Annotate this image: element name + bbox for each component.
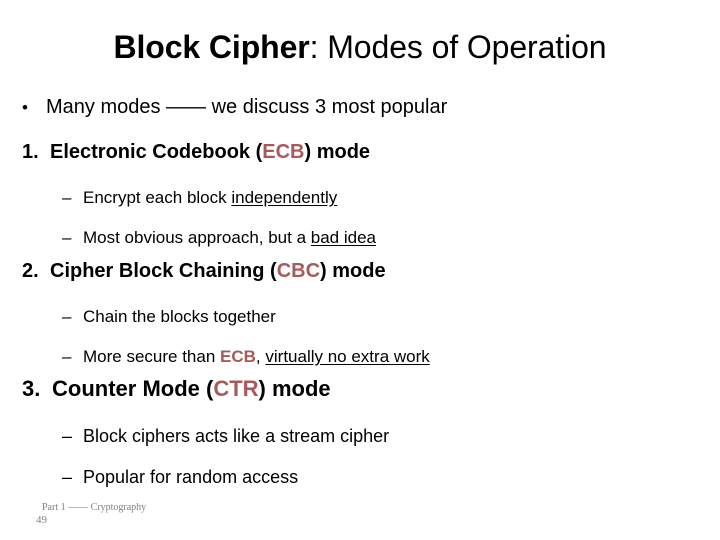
- page-title: Block Cipher: Modes of Operation: [0, 26, 720, 68]
- list-item-heading-accent: CTR: [213, 376, 259, 401]
- list-item-number: 3.: [22, 376, 41, 401]
- sub-bullet-underlined: virtually no extra work: [265, 347, 430, 366]
- page-number: 49: [36, 514, 47, 526]
- list-item-heading: 2. Cipher Block Chaining (CBC) mode: [22, 258, 430, 284]
- list-item-heading-before: Electronic Codebook (: [50, 141, 263, 163]
- sub-bullet-text: Most obvious approach, but a: [83, 228, 311, 247]
- sub-bullet: –Popular for random access: [62, 466, 389, 489]
- sub-bullet-underlined: bad idea: [310, 228, 376, 247]
- page-title-rest: : Modes of Operation: [309, 29, 607, 65]
- sub-bullet: –More secure than ECB, virtually no extr…: [62, 346, 430, 368]
- list-item-heading: 3. Counter Mode (CTR) mode: [22, 375, 389, 403]
- sub-bullet-text: More secure than: [83, 347, 221, 366]
- lead-bullet: • Many modes —— we discuss 3 most popular: [22, 93, 447, 122]
- list-item-heading-accent: CBC: [276, 260, 321, 282]
- list-item-ecb: 1.Electronic Codebook (ECB) mode –Encryp…: [22, 139, 376, 249]
- sub-bullet: –Chain the blocks together: [62, 306, 430, 328]
- list-item-ctr: 3.Counter Mode (CTR) mode –Block ciphers…: [22, 375, 389, 489]
- sub-bullet: –Encrypt each block independently: [62, 187, 376, 209]
- sub-bullet-underlined: independently: [231, 188, 338, 207]
- dash-icon: –: [62, 347, 72, 366]
- list-item-heading-accent: ECB: [262, 141, 305, 163]
- page-title-strong: Block Cipher: [113, 29, 310, 65]
- list-item-heading-after: ) mode: [258, 376, 331, 401]
- list-item-number: 2.: [22, 260, 39, 282]
- dash-icon: –: [62, 188, 72, 207]
- sub-bullet-accent: ECB: [220, 347, 256, 366]
- sub-bullet-text: Block ciphers acts like a stream cipher: [83, 426, 390, 446]
- sub-bullet-mid: ,: [255, 347, 266, 366]
- dash-icon: –: [62, 228, 72, 247]
- bullet-dot-icon: •: [22, 98, 28, 117]
- list-item-heading-after: ) mode: [320, 260, 386, 282]
- dash-icon: –: [62, 426, 73, 446]
- lead-bullet-text: Many modes —— we discuss 3 most popular: [46, 96, 448, 118]
- sub-bullet-text: Encrypt each block: [83, 188, 232, 207]
- sub-bullet: –Most obvious approach, but a bad idea: [62, 227, 376, 249]
- list-item-heading-before: Counter Mode (: [52, 376, 214, 401]
- sub-bullet-text: Chain the blocks together: [83, 307, 276, 326]
- list-item-heading: 1. Electronic Codebook (ECB) mode: [22, 139, 376, 165]
- dash-icon: –: [62, 467, 73, 487]
- dash-icon: –: [62, 307, 72, 326]
- list-item-cbc: 2.Cipher Block Chaining (CBC) mode –Chai…: [22, 258, 430, 368]
- sub-bullet: –Block ciphers acts like a stream cipher: [62, 425, 389, 448]
- list-item-heading-before: Cipher Block Chaining (: [50, 260, 277, 282]
- sub-bullet-text: Popular for random access: [83, 467, 299, 487]
- list-item-number: 1.: [22, 141, 39, 163]
- list-item-heading-after: ) mode: [304, 141, 371, 163]
- footer-text: Part 1 —— Cryptography: [42, 502, 147, 513]
